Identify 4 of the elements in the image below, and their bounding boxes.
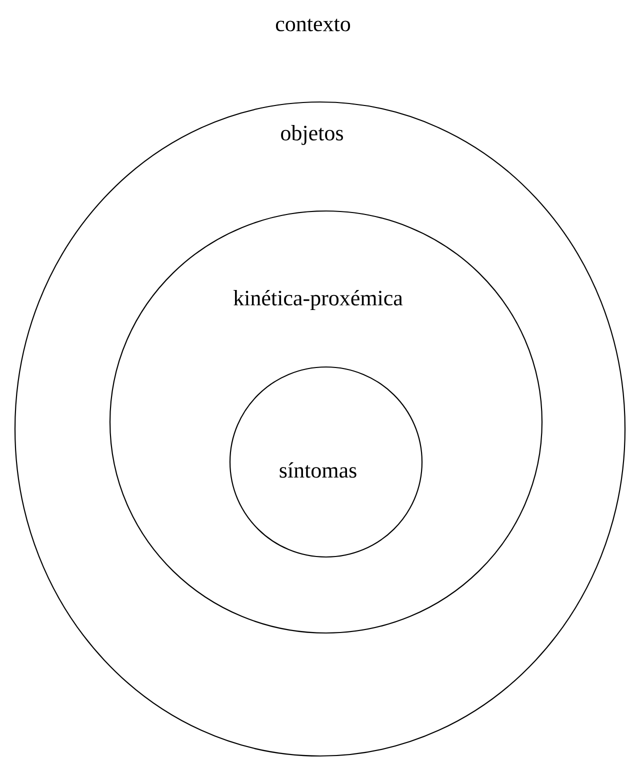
heading-label: contexto	[276, 18, 350, 32]
ring-label: kinética-proxémica	[234, 290, 403, 310]
ring-label: objetos	[281, 125, 343, 145]
ring-label: síntomas	[280, 462, 356, 478]
